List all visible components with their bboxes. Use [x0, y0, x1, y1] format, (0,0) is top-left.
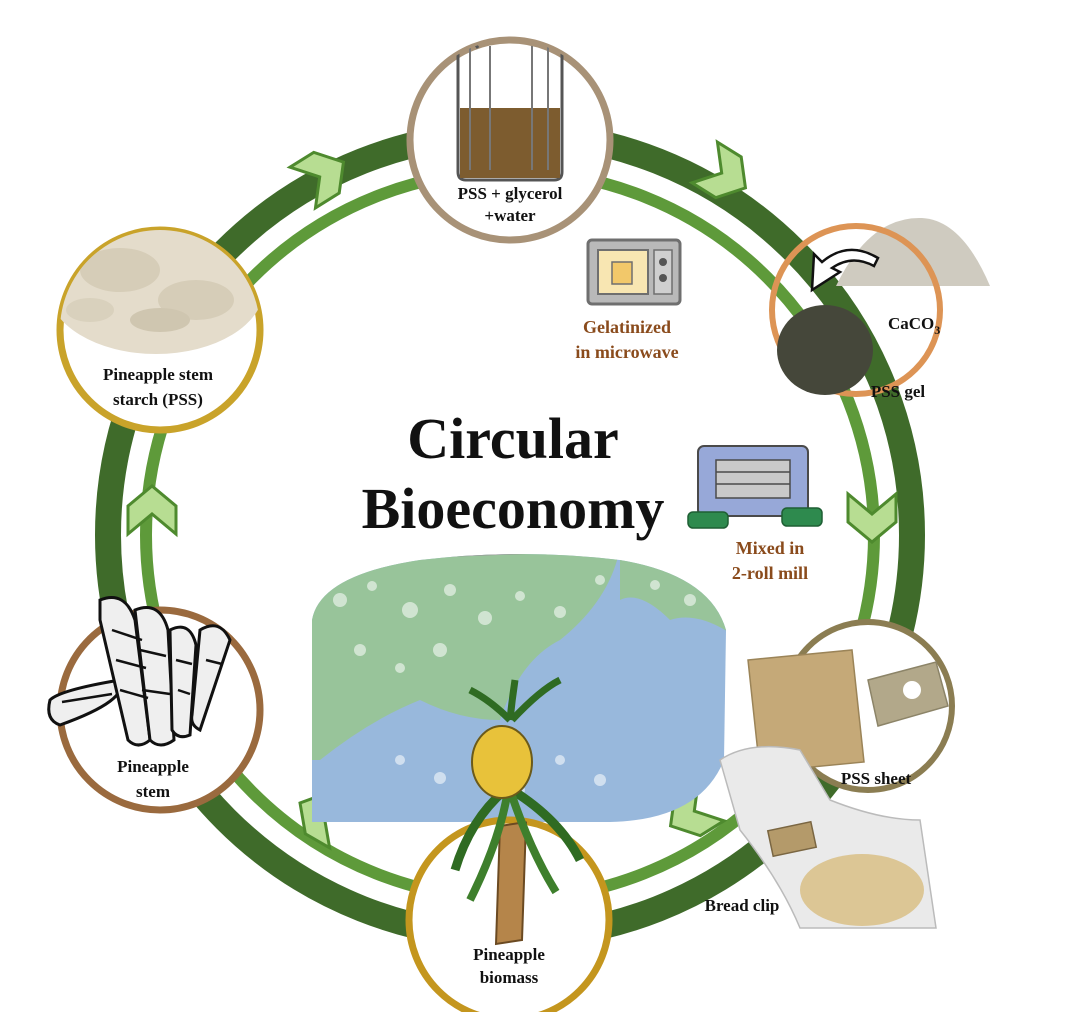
clip-sheet-image — [867, 661, 949, 727]
mill-label-line-2: 2-roll mill — [732, 563, 808, 583]
chevron-arrow — [286, 150, 346, 211]
product-bread-clip: Bread clip — [705, 745, 937, 929]
pss-sheet-label: PSS sheet — [841, 769, 912, 788]
title-line-1: Circular — [407, 406, 619, 471]
pss-sheet-image — [747, 649, 865, 773]
microwave-label-line-2: in microwave — [575, 342, 678, 362]
pineapple-biomass-label-line-1: Pineapple — [473, 945, 545, 964]
chevron-arrow — [846, 490, 898, 544]
chevron-arrow — [688, 139, 748, 200]
pineapple-fruit — [471, 725, 533, 799]
gel-ball-image — [777, 305, 873, 395]
mill-label-line-1: Mixed in — [736, 538, 805, 558]
pss-mixture-label-line-1: PSS + glycerol — [458, 184, 563, 203]
pineapple-stem-label-line-2: stem — [136, 782, 170, 801]
caco3-label: CaCO3 — [888, 314, 940, 337]
node-pss-sheet: PSS sheet — [747, 619, 955, 793]
pineapple-starch-label-line-2: starch (PSS) — [113, 390, 203, 409]
pineapple-plant-icon — [450, 676, 585, 946]
node-pss-gel: CaCO3 PSS gel — [769, 217, 990, 401]
node-pineapple-stem: Pineapple stem — [47, 596, 264, 814]
process-microwave: Gelatinized in microwave — [575, 238, 682, 362]
node-pineapple-biomass: Pineapple biomass — [405, 676, 613, 1012]
chevron-arrow — [126, 484, 178, 538]
world-map-illustration — [312, 554, 726, 822]
node-pss-mixture: PSS + glycerol +water — [406, 36, 614, 244]
beaker-icon — [451, 40, 564, 182]
title-line-2: Bioeconomy — [362, 476, 665, 541]
center-title: Circular Bioeconomy — [362, 406, 665, 541]
node-pineapple-starch: Pineapple stem starch (PSS) — [56, 226, 264, 434]
microwave-icon — [586, 238, 682, 306]
pss-gel-label: PSS gel — [871, 382, 926, 401]
pineapple-biomass-label-line-2: biomass — [480, 968, 539, 987]
bread-clip-label: Bread clip — [705, 896, 780, 915]
pineapple-stem-label-line-1: Pineapple — [117, 757, 189, 776]
curved-arrow-icon — [810, 248, 880, 293]
bread-clip-image — [766, 820, 818, 858]
map-land — [312, 554, 620, 760]
pineapple-stem-icon — [47, 596, 232, 747]
pineapple-starch-label-line-1: Pineapple stem — [103, 365, 213, 384]
two-roll-mill-icon — [687, 445, 823, 529]
pss-mixture-label-line-2: +water — [484, 206, 536, 225]
microwave-label-line-1: Gelatinized — [583, 317, 671, 337]
process-mill: Mixed in 2-roll mill — [687, 445, 823, 583]
starch-powder-image — [60, 230, 260, 354]
